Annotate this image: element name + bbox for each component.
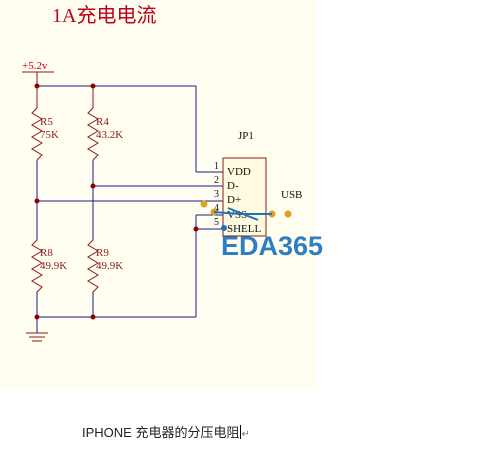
resistor-r9-ref: R9 <box>96 247 109 259</box>
figure-caption: IPHONE 充电器的分压电阻↵ <box>82 422 250 441</box>
pin-5-num: 5 <box>214 217 219 228</box>
usb-icon <box>200 200 292 231</box>
pin-1-num: 1 <box>214 161 219 172</box>
resistor-r9-symbol <box>87 239 99 293</box>
power-label: +5.2v <box>22 60 48 72</box>
pin-1-name: VDD <box>227 166 251 178</box>
resistor-r5-ref: R5 <box>40 116 53 128</box>
pin-4-name: VSS <box>227 209 247 221</box>
pin-2-num: 2 <box>214 175 219 186</box>
connector-ref: JP1 <box>238 130 254 142</box>
resistor-r8-symbol <box>31 239 43 293</box>
resistor-r4-ref: R4 <box>96 116 109 128</box>
resistor-r5-value: 75K <box>40 129 59 141</box>
resistor-r5-symbol <box>31 107 43 161</box>
resistor-r8-ref: R8 <box>40 247 53 259</box>
pin-2-name: D- <box>227 180 239 192</box>
resistor-r8-value: 49.9K <box>40 260 67 272</box>
connector-body <box>222 157 267 237</box>
caption-text: IPHONE 充电器的分压电阻 <box>82 425 240 440</box>
resistor-r4-symbol <box>87 107 99 161</box>
schematic-title: 1A充电电流 <box>52 4 156 27</box>
paragraph-mark-icon: ↵ <box>241 429 250 440</box>
pin-3-name: D+ <box>227 194 241 206</box>
text-cursor <box>240 425 242 439</box>
resistor-r4-value: 43.2K <box>96 129 123 141</box>
resistor-r9-value: 49.9K <box>96 260 123 272</box>
usb-label: USB <box>281 189 302 201</box>
pin-5-name: SHELL <box>227 223 262 235</box>
pin-3-num: 3 <box>214 189 219 200</box>
pin-4-num: 4 <box>214 203 219 214</box>
eda365-watermark: EDA365 <box>221 231 323 261</box>
junction-dots <box>34 83 199 320</box>
